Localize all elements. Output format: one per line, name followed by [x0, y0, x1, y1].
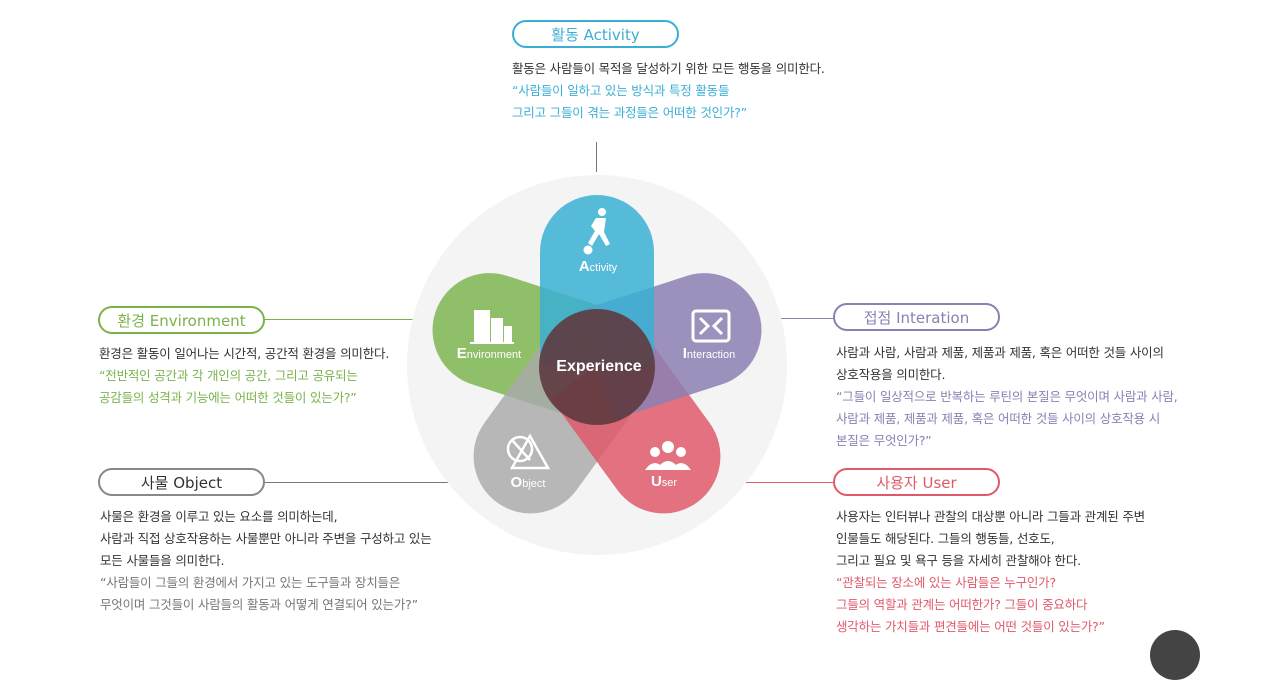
center-experience-circle [539, 309, 655, 425]
user-description: 사용자는 인터뷰나 관찰의 대상뿐 아니라 그들과 관계된 주변 인물들도 해당… [836, 506, 1145, 638]
object-line-0: 사물은 환경을 이루고 있는 요소를 의미하는데, [100, 509, 338, 524]
tools-icon [506, 433, 551, 470]
user-line-2: 그리고 필요 및 욕구 등을 자세히 관찰해야 한다. [836, 553, 1081, 568]
environment-quote-0: “전반적인 공간과 각 개인의 공간, 그리고 공유되는 [99, 368, 358, 383]
activity-quote-1: 그리고 그들이 겪는 과정들은 어떠한 것인가?” [512, 105, 747, 120]
activity-quote-0: “사람들이 일하고 있는 방식과 특정 활동들 [512, 83, 730, 98]
interaction-quote-0: “그들이 일상적으로 반복하는 루틴의 본질은 무엇이며 사람과 사람, [836, 389, 1178, 404]
interaction-description: 사람과 사람, 사람과 제품, 제품과 제품, 혹은 어떠한 것들 사이의 상호… [836, 342, 1178, 452]
experience-flower-diagram: Experience Activity Interaction User Obj… [407, 175, 787, 555]
activity-label: Activity [579, 258, 618, 275]
object-line-1: 사람과 직접 상호작용하는 사물뿐만 아니라 주변을 구성하고 있는 [100, 531, 432, 546]
object-description: 사물은 환경을 이루고 있는 요소를 의미하는데, 사람과 직접 상호작용하는 … [100, 506, 432, 616]
object-connector [264, 482, 470, 483]
people-group-icon [645, 441, 691, 470]
person-kicking-ball-icon [583, 208, 610, 255]
object-quote-0: “사람들이 그들의 환경에서 가지고 있는 도구들과 장치들은 [100, 575, 401, 590]
user-line-0: 사용자는 인터뷰나 관찰의 대상뿐 아니라 그들과 관계된 주변 [836, 509, 1145, 524]
interaction-title-pill: 접점 Interation [833, 303, 1000, 331]
environment-description: 환경은 활동이 일어나는 시간적, 공간적 환경을 의미한다. “전반적인 공간… [99, 343, 389, 409]
activity-title-pill: 활동 Activity [512, 20, 679, 48]
activity-description: 활동은 사람들이 목적을 달성하기 위한 모든 행동을 의미한다. “사람들이 … [512, 58, 825, 124]
user-label: User [651, 473, 677, 490]
interaction-line-1: 상호작용을 의미한다. [836, 367, 946, 382]
environment-title-pill: 환경 Environment [98, 306, 265, 334]
user-line-1: 인물들도 해당된다. 그들의 행동들, 선호도, [836, 531, 1055, 546]
environment-connector [264, 319, 440, 320]
activity-line-0: 활동은 사람들이 목적을 달성하기 위한 모든 행동을 의미한다. [512, 61, 825, 76]
user-connector [718, 482, 834, 483]
environment-quote-1: 공감들의 성격과 기능에는 어떠한 것들이 있는가?” [99, 390, 357, 405]
environment-label: Environment [457, 345, 521, 362]
activity-connector [596, 142, 597, 172]
scroll-top-button[interactable] [1150, 630, 1200, 680]
user-title-pill: 사용자 User [833, 468, 1000, 496]
interaction-quote-2: 본질은 무엇인가?” [836, 433, 932, 448]
center-label: Experience [556, 358, 641, 375]
object-title-pill: 사물 Object [98, 468, 265, 496]
user-quote-2: 생각하는 가치들과 편견들에는 어떤 것들이 있는가?” [836, 619, 1105, 634]
interaction-quote-1: 사람과 제품, 제품과 제품, 혹은 어떠한 것들 사이의 상호작용 시 [836, 411, 1161, 426]
user-quote-1: 그들의 역할과 관계는 어떠한가? 그들이 중요하다 [836, 597, 1088, 612]
object-quote-1: 무엇이며 그것들이 사람들의 활동과 어떻게 연결되어 있는가?” [100, 597, 418, 612]
object-label: Object [511, 474, 546, 491]
interaction-connector [760, 318, 834, 319]
interaction-line-0: 사람과 사람, 사람과 제품, 제품과 제품, 혹은 어떠한 것들 사이의 [836, 345, 1164, 360]
environment-line-0: 환경은 활동이 일어나는 시간적, 공간적 환경을 의미한다. [99, 346, 390, 361]
user-quote-0: “관찰되는 장소에 있는 사람들은 누구인가? [836, 575, 1056, 590]
buildings-icon [470, 310, 514, 344]
interaction-icon [691, 309, 731, 343]
interaction-label: Interaction [683, 345, 735, 362]
object-line-2: 모든 사물들을 의미한다. [100, 553, 225, 568]
